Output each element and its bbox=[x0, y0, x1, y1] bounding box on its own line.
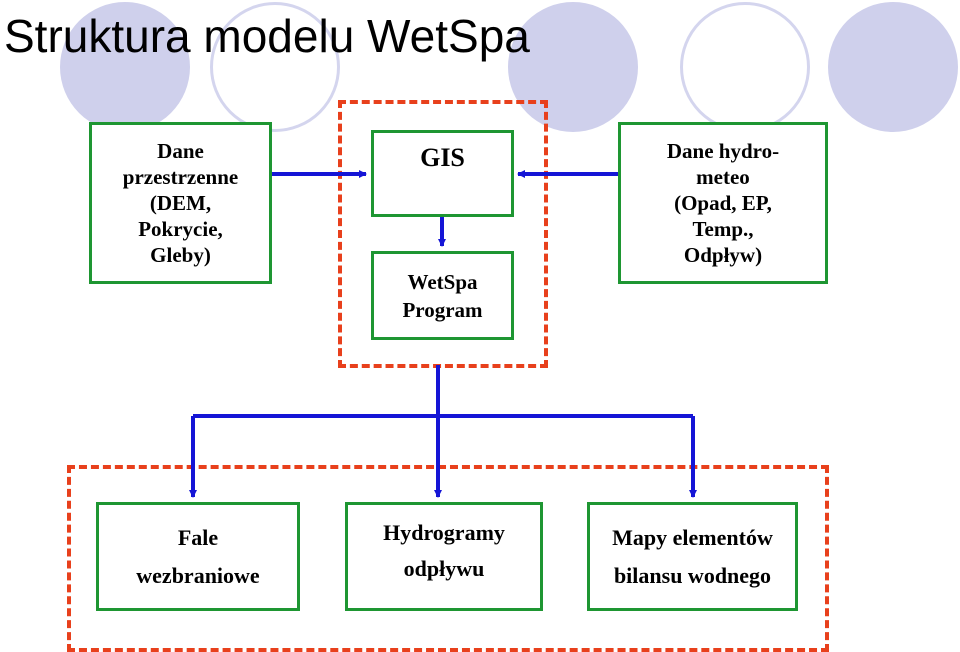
box-line: WetSpa bbox=[407, 269, 478, 294]
box-line: Temp., bbox=[692, 217, 754, 241]
box-line: bilansu wodnego bbox=[613, 562, 772, 588]
slide-title: Struktura modelu WetSpa bbox=[4, 10, 530, 62]
box-line: Hydrogramy bbox=[383, 520, 505, 545]
decor-circle bbox=[210, 2, 340, 132]
model-frame bbox=[338, 100, 548, 368]
input-spatial-box: Dane przestrzenne (DEM, Pokrycie, Gleby) bbox=[89, 122, 272, 284]
box-line: Gleby) bbox=[150, 243, 211, 267]
box-line: Dane bbox=[157, 139, 204, 163]
gis-box: GIS bbox=[371, 130, 514, 217]
box-line: Program bbox=[402, 297, 483, 322]
wetspa-program-box: WetSpa Program bbox=[371, 251, 514, 340]
box-line: Mapy elementów bbox=[612, 524, 773, 550]
output-hydrographs-box: Hydrogramy odpływu bbox=[345, 502, 543, 611]
output-maps-box: Mapy elementów bilansu wodnego bbox=[587, 502, 798, 611]
decor-circle bbox=[60, 2, 190, 132]
outputs-frame bbox=[67, 465, 829, 652]
output-floods-box: Fale wezbraniowe bbox=[96, 502, 300, 611]
box-line: przestrzenne bbox=[122, 165, 239, 189]
box-line: Fale bbox=[177, 524, 219, 550]
box-line: Odpływ) bbox=[683, 243, 763, 267]
box-line: Dane hydro- bbox=[666, 139, 780, 163]
box-line: meteo bbox=[696, 165, 750, 189]
box-line: wezbraniowe bbox=[136, 562, 260, 588]
input-hydromet-box: Dane hydro- meteo (Opad, EP, Temp., Odpł… bbox=[618, 122, 828, 284]
box-line: GIS bbox=[420, 143, 465, 172]
decor-circle bbox=[828, 2, 958, 132]
box-line: Pokrycie, bbox=[138, 217, 223, 241]
box-line: (DEM, bbox=[149, 191, 212, 215]
box-line: (Opad, EP, bbox=[674, 191, 772, 215]
box-line: odpływu bbox=[403, 556, 485, 581]
decor-circle bbox=[508, 2, 638, 132]
